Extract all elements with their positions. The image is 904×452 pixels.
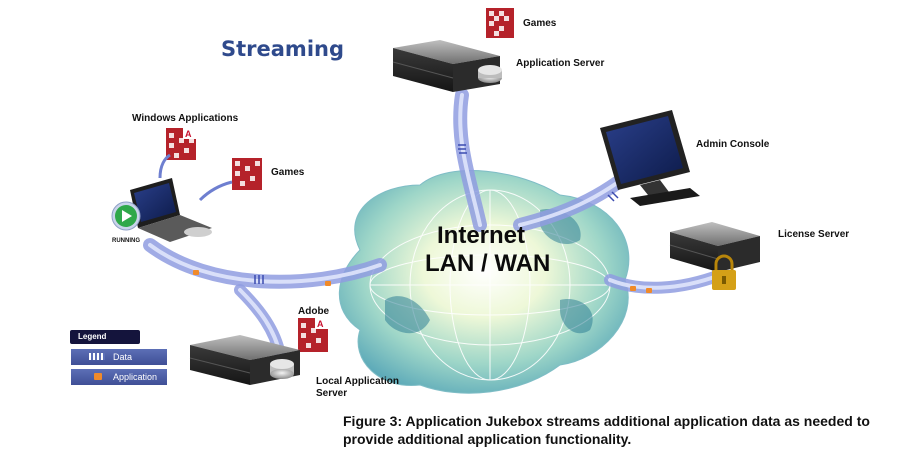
running-label: RUNNING (112, 238, 140, 244)
application-packets (193, 270, 652, 293)
data-symbol-icon (89, 353, 105, 360)
application-symbol-icon (94, 373, 102, 380)
legend-item-data: Data (70, 348, 168, 366)
admin-console-icon (600, 110, 700, 206)
games-top-label: Games (523, 18, 557, 29)
games-client-label: Games (271, 167, 305, 178)
play-icon[interactable] (111, 201, 141, 231)
data-packets (254, 144, 619, 284)
local-app-server-label-line1: Local Application (316, 376, 399, 387)
windows-applications-icon: A (166, 127, 196, 160)
admin-console-label: Admin Console (696, 139, 770, 150)
diagram-title: Streaming (221, 37, 344, 61)
arrows (158, 153, 233, 202)
globe (338, 170, 630, 394)
games-icon-client (232, 158, 262, 190)
application-server-icon (392, 40, 502, 92)
figure-caption: Figure 3: Application Jukebox streams ad… (343, 412, 883, 448)
network-label-line1: Internet (437, 222, 525, 249)
caption-line-1: Figure 3: Application Jukebox streams ad… (343, 413, 870, 429)
client-laptop-icon (130, 178, 212, 242)
legend-item-application: Application (70, 368, 168, 386)
license-server-label: License Server (778, 229, 849, 240)
license-server-icon (669, 222, 760, 272)
adobe-icon: A (298, 317, 328, 352)
windows-applications-label: Windows Applications (132, 113, 239, 124)
lock-icon (712, 254, 736, 290)
games-icon-top (486, 8, 514, 38)
legend-item-label: Data (113, 352, 133, 362)
local-application-server-icon (189, 335, 300, 385)
local-app-server-label-line2: Server (316, 388, 347, 399)
caption-line-2: provide additional application functiona… (343, 431, 632, 447)
svg-text:A: A (317, 319, 324, 329)
network-label-line2: LAN / WAN (425, 250, 550, 277)
application-server-label: Application Server (516, 58, 604, 69)
legend-item-label: Application (113, 372, 158, 382)
svg-text:A: A (185, 129, 192, 139)
adobe-label: Adobe (298, 306, 330, 317)
legend-title: Legend (70, 330, 140, 344)
legend: Legend Data Application (70, 330, 168, 394)
